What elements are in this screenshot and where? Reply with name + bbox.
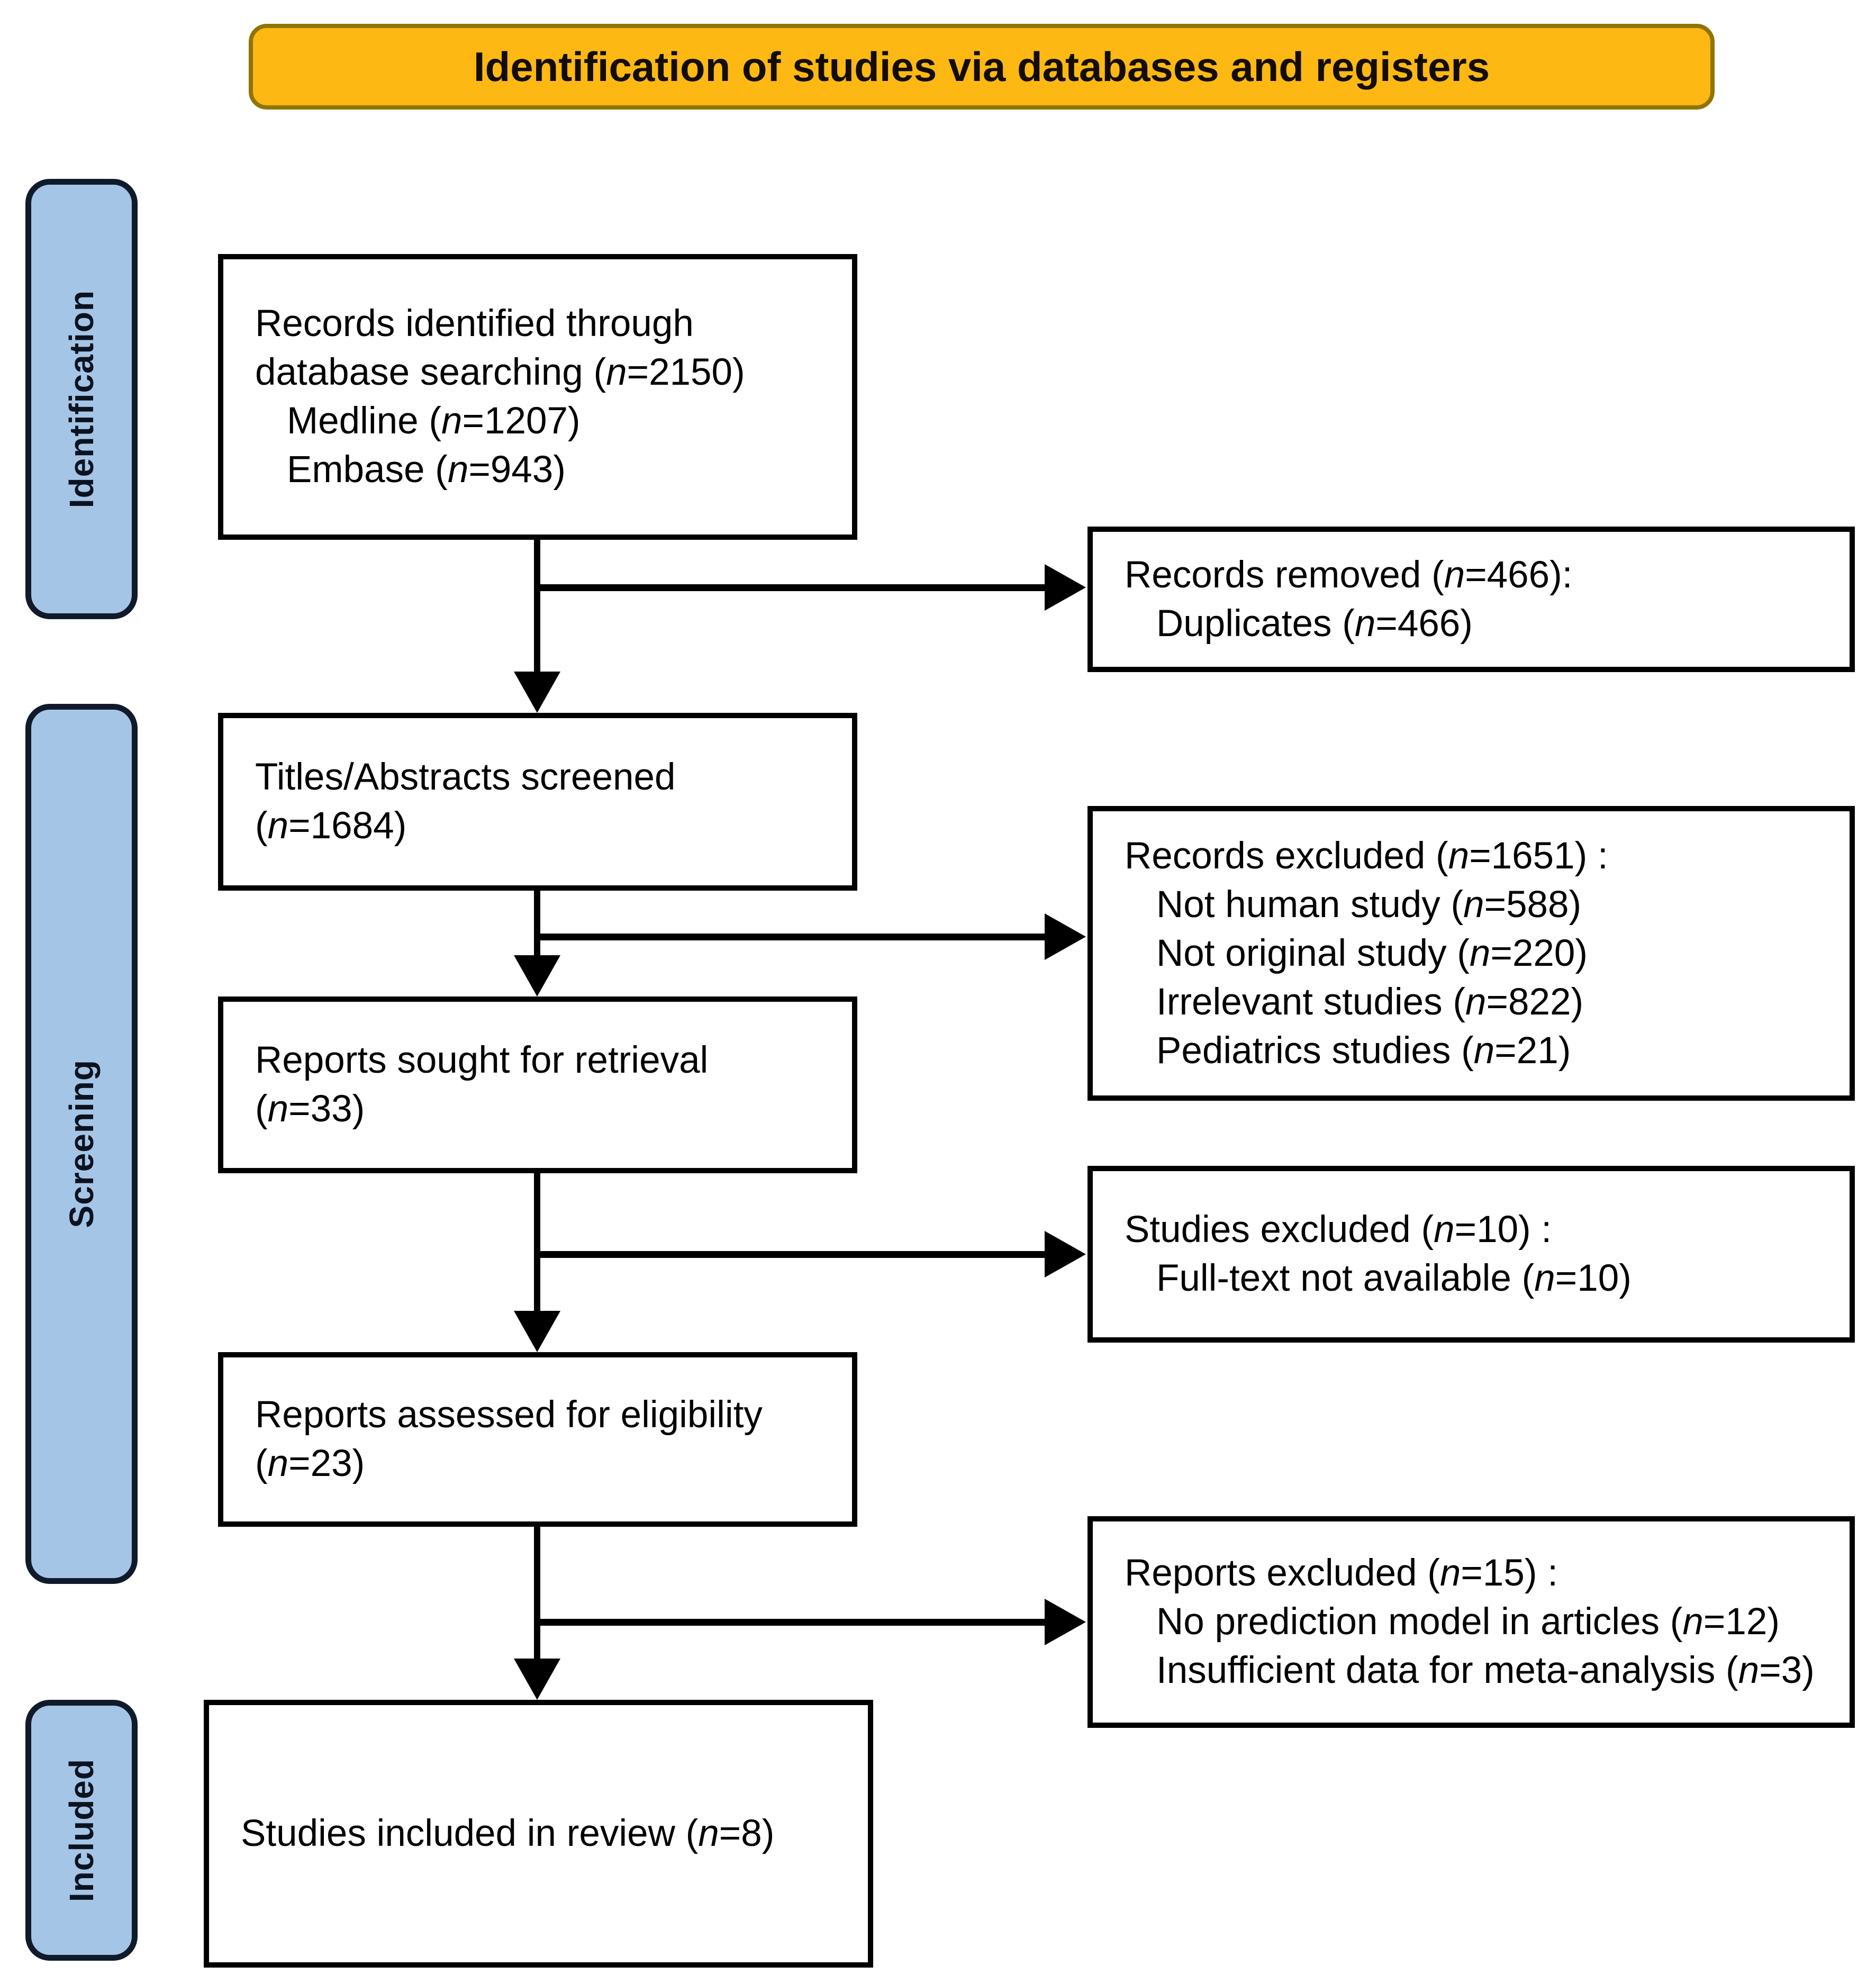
- stage-label-screening-text: Screening: [62, 1059, 101, 1228]
- stage-label-identification: Identification: [25, 179, 138, 619]
- arrow-down-icon-3: [514, 1311, 560, 1352]
- records-removed-duplicates: Duplicates (n=466): [1156, 602, 1473, 645]
- header-title: Identification of studies via databases …: [473, 43, 1490, 90]
- records-excluded-title: Records excluded (n=1651) :: [1125, 835, 1608, 877]
- studies-excluded-item-1: Full-text not available (n=10): [1156, 1257, 1632, 1299]
- reports-excluded-title: Reports excluded (n=15) :: [1125, 1552, 1558, 1594]
- records-excluded-item-3: Irrelevant studies (n=822): [1156, 981, 1584, 1023]
- box-reports-excluded: Reports excluded (n=15) : No prediction …: [1087, 1516, 1855, 1728]
- connector-vertical-2: [534, 891, 540, 959]
- stage-label-screening: Screening: [25, 704, 138, 1584]
- connector-vertical-1: [534, 540, 540, 675]
- reports-sought-line-1: Reports sought for retrieval: [255, 1039, 709, 1081]
- records-excluded-item-2: Not original study (n=220): [1156, 932, 1588, 974]
- box-reports-sought: Reports sought for retrieval (n=33): [218, 996, 857, 1173]
- reports-assessed-line-1: Reports assessed for eligibility: [255, 1394, 763, 1436]
- titles-screened-line-2: (n=1684): [255, 805, 407, 847]
- studies-included-line-1: Studies included in review (n=8): [241, 1813, 775, 1854]
- stage-label-included: Included: [25, 1700, 138, 1961]
- arrow-down-icon-4: [514, 1659, 560, 1700]
- reports-excluded-item-2: Insufficient data for meta-analysis (n=3…: [1156, 1650, 1815, 1691]
- arrow-right-icon-4: [1045, 1599, 1086, 1645]
- studies-excluded-title: Studies excluded (n=10) :: [1125, 1209, 1552, 1251]
- reports-excluded-item-1: No prediction model in articles (n=12): [1156, 1601, 1780, 1643]
- box-titles-abstracts-screened: Titles/Abstracts screened (n=1684): [218, 713, 857, 891]
- reports-sought-line-2: (n=33): [255, 1088, 365, 1130]
- arrow-down-icon-1: [514, 672, 560, 713]
- reports-assessed-line-2: (n=23): [255, 1443, 365, 1484]
- records-identified-line-2: database searching (n=2150): [255, 351, 745, 393]
- arrow-right-icon-3: [1045, 1231, 1086, 1278]
- connector-horizontal-1: [537, 584, 1046, 591]
- arrow-down-icon-2: [514, 955, 560, 996]
- titles-screened-line-1: Titles/Abstracts screened: [255, 756, 676, 798]
- connector-horizontal-4: [537, 1619, 1046, 1626]
- arrow-right-icon-2: [1045, 913, 1086, 960]
- header-banner: Identification of studies via databases …: [249, 24, 1715, 110]
- box-records-removed: Records removed (n=466): Duplicates (n=4…: [1087, 527, 1855, 672]
- connector-vertical-3: [534, 1173, 540, 1314]
- records-excluded-item-4: Pediatrics studies (n=21): [1156, 1029, 1571, 1072]
- arrow-right-icon-1: [1045, 564, 1086, 611]
- records-excluded-item-1: Not human study (n=588): [1156, 883, 1582, 926]
- box-studies-included: Studies included in review (n=8): [204, 1700, 873, 1968]
- records-identified-embase: Embase (n=943): [287, 449, 566, 491]
- stage-label-included-text: Included: [62, 1758, 101, 1903]
- records-identified-line-1: Records identified through: [255, 303, 694, 345]
- box-reports-assessed: Reports assessed for eligibility (n=23): [218, 1352, 857, 1527]
- connector-horizontal-3: [537, 1251, 1046, 1258]
- box-studies-excluded: Studies excluded (n=10) : Full-text not …: [1087, 1166, 1855, 1343]
- connector-horizontal-2: [537, 934, 1046, 940]
- records-removed-title: Records removed (n=466):: [1125, 554, 1573, 596]
- box-records-excluded: Records excluded (n=1651) : Not human st…: [1087, 806, 1855, 1101]
- box-records-identified: Records identified through database sear…: [218, 254, 857, 540]
- connector-vertical-4: [534, 1527, 540, 1661]
- stage-label-identification-text: Identification: [62, 289, 101, 509]
- records-identified-medline: Medline (n=1207): [287, 400, 581, 442]
